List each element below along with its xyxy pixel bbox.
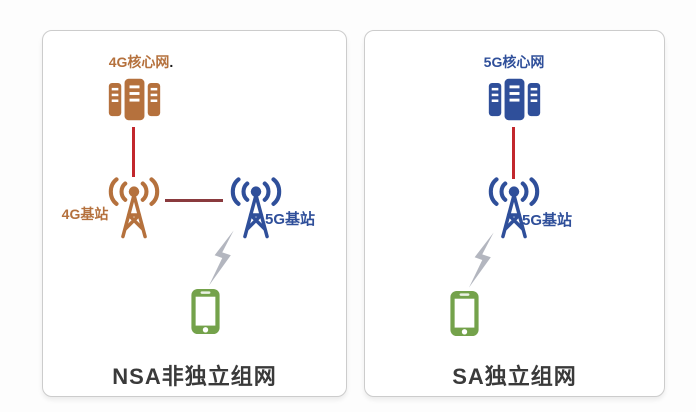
server-5g-core-icon: [488, 76, 541, 123]
phone-icon: [449, 288, 480, 339]
bs-5g-label: 5G基站: [265, 211, 316, 228]
link-4g-bs-to-5g-bs: [165, 199, 223, 202]
core-network-4g-label: 4G核心网.: [81, 55, 201, 70]
radio-link-bolt-icon: [468, 231, 506, 291]
link-core-to-4g-bs: [132, 127, 135, 177]
core-label-dot: .: [169, 54, 174, 70]
core-network-5g-label: 5G核心网: [483, 54, 545, 70]
panel-title-nsa: NSA非独立组网: [112, 364, 277, 389]
server-4g-core-icon: [108, 76, 161, 123]
radio-link-bolt-icon: [208, 229, 246, 289]
bs-5g-label: 5G基站: [522, 212, 573, 229]
phone-icon: [190, 286, 221, 337]
panel-title-sa: SA独立组网: [452, 364, 577, 389]
panel-sa: 5G核心网 5G基站 SA独立组网: [364, 30, 665, 397]
bs-4g-label: 4G基站: [61, 206, 109, 222]
core-network-4g-text: 4G核心网: [108, 54, 170, 70]
link-core-to-5g-bs: [512, 127, 515, 179]
panel-nsa: 4G核心网. 4G基站 5G基站 NSA非独立组网: [42, 30, 347, 397]
